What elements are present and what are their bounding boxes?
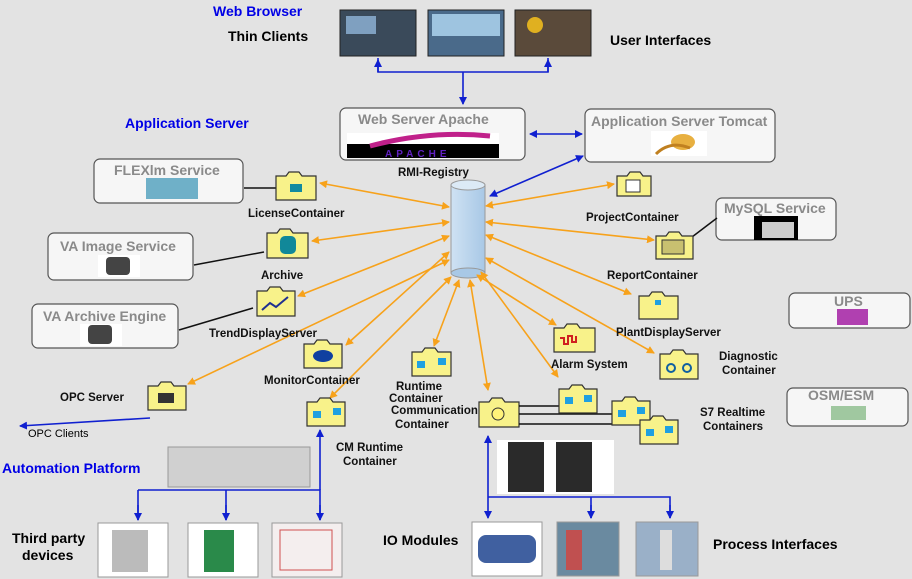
container-folders: LicenseContainer Archive TrendDisplaySer… (60, 171, 778, 468)
cm-runtime-icon (306, 397, 346, 427)
app-server-tomcat-title: Application Server Tomcat (591, 113, 768, 129)
va-image-service-box: VA Image Service (47, 232, 194, 281)
link-clients-to-webserver (377, 58, 549, 104)
registry-links (187, 180, 655, 399)
svg-text:Container: Container (343, 456, 397, 468)
label-io-modules: IO Modules (383, 532, 459, 548)
label-thin-clients: Thin Clients (228, 28, 308, 44)
user-interface-photos (339, 9, 592, 57)
svg-text:Alarm System: Alarm System (551, 359, 628, 371)
flexlm-service-box: FLEXlm Service (93, 158, 244, 204)
svg-text:LicenseContainer: LicenseContainer (248, 208, 345, 220)
svg-text:Archive: Archive (261, 270, 303, 282)
report-container-icon (655, 231, 694, 260)
osm-esm-box: OSM/ESM (786, 387, 909, 427)
monitor-container-icon (303, 339, 343, 369)
project-container-icon (616, 171, 652, 197)
alarm-system-icon (553, 323, 596, 353)
svg-text:TrendDisplayServer: TrendDisplayServer (209, 328, 318, 340)
io-process-images (471, 521, 699, 577)
communication-hub-icon (478, 397, 520, 428)
svg-text:Diagnostic: Diagnostic (719, 351, 778, 363)
label-opc-clients: OPC Clients (28, 428, 89, 440)
svg-text:APACHE: APACHE (385, 149, 450, 160)
label-user-interfaces: User Interfaces (610, 32, 711, 48)
trend-display-icon (256, 286, 296, 317)
plant-display-icon (638, 291, 679, 320)
svg-text:OPC Server: OPC Server (60, 392, 124, 404)
ups-box: UPS (788, 292, 911, 329)
svg-text:Containers: Containers (703, 421, 763, 433)
label-process-interfaces: Process Interfaces (713, 536, 838, 552)
link-opc-clients (19, 417, 151, 430)
svg-text:Container: Container (722, 365, 776, 377)
runtime-communication-icon (411, 347, 452, 377)
svg-text:devices: devices (22, 547, 74, 563)
archive-icon (266, 228, 309, 259)
svg-text:ProjectContainer: ProjectContainer (586, 212, 679, 224)
rmi-registry-label: RMI-Registry (398, 167, 470, 179)
third-party-device-images (97, 522, 343, 578)
svg-text:OSM/ESM: OSM/ESM (808, 387, 874, 403)
diagnostic-container-icon (659, 349, 699, 380)
svg-text:CM Runtime: CM Runtime (336, 442, 403, 454)
license-container-icon (275, 171, 317, 201)
photo-operator-2 (514, 9, 592, 57)
s7-container-1 (558, 384, 598, 414)
mysql-service-box: MySQL Service (715, 197, 837, 241)
svg-text:VA Archive Engine: VA Archive Engine (43, 308, 166, 324)
svg-text:VA Image Service: VA Image Service (60, 238, 176, 254)
svg-text:Communication: Communication (391, 405, 478, 417)
link-third-party-devices (137, 489, 321, 520)
heading-application-server: Application Server (125, 115, 249, 131)
svg-text:PlantDisplayServer: PlantDisplayServer (616, 327, 721, 339)
s7-container-3 (639, 415, 679, 445)
opc-server-icon (147, 381, 187, 411)
svg-text:Container: Container (395, 419, 449, 431)
web-server-apache-title: Web Server Apache (358, 111, 489, 127)
label-third-party: Third party (12, 530, 85, 546)
svg-text:UPS: UPS (834, 293, 863, 309)
svg-text:S7 Realtime: S7 Realtime (700, 407, 765, 419)
link-process-interfaces (488, 496, 671, 518)
s7-container-2 (611, 396, 651, 426)
rmi-registry-cylinder (450, 179, 486, 279)
automation-controller-image (167, 446, 311, 488)
link-registry-app-server (489, 155, 584, 197)
svg-text:Runtime: Runtime (396, 381, 442, 393)
svg-text:MonitorContainer: MonitorContainer (264, 375, 360, 387)
va-archive-engine-box: VA Archive Engine (31, 303, 179, 349)
svg-text:FLEXlm Service: FLEXlm Service (114, 162, 220, 178)
svg-text:Container: Container (389, 393, 443, 405)
heading-automation-platform: Automation Platform (2, 460, 140, 476)
heading-web-browser: Web Browser (213, 3, 303, 19)
svg-text:MySQL Service: MySQL Service (724, 200, 826, 216)
svg-text:ReportContainer: ReportContainer (607, 270, 698, 282)
